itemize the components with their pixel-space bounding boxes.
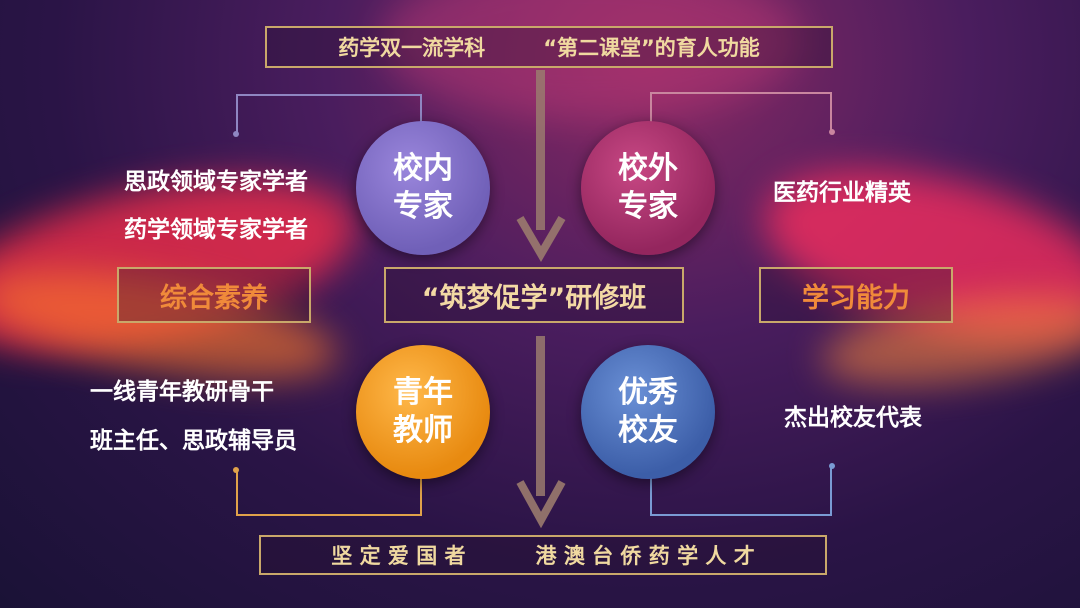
circle-line: 专家 — [393, 189, 453, 224]
box-comprehensive-literacy: 综合素养 — [117, 267, 311, 323]
connector-dot — [233, 131, 239, 137]
bottom-banner-right: 港 澳 台 侨 药 学 人 才 — [535, 544, 755, 568]
box-learning-ability: 学习能力 — [759, 267, 953, 323]
bottom-banner-left: 坚 定 爱 国 者 — [331, 544, 466, 568]
circle-line: 校友 — [618, 413, 678, 448]
label-alumni-reps: 杰出校友代表 — [784, 405, 922, 431]
connector-dot — [233, 467, 239, 473]
label-counselors: 班主任、思政辅导员 — [90, 428, 297, 454]
box-label: 学习能力 — [802, 282, 910, 314]
box-program-title: “筑梦促学”研修班 — [384, 267, 684, 323]
label-ideology-experts: 思政领域专家学者 — [124, 169, 308, 195]
connector-dot — [829, 129, 835, 135]
circle-line: 校外 — [618, 151, 678, 186]
circle-line: 优秀 — [618, 375, 678, 410]
connector-inner-experts — [236, 94, 422, 134]
box-label: “筑梦促学”研修班 — [421, 282, 647, 314]
top-banner: 药学双一流学科 “第二课堂”的育人功能 — [265, 26, 833, 68]
circle-line: 专家 — [618, 189, 678, 224]
connector-dot — [829, 463, 835, 469]
connector-outer-experts — [650, 92, 832, 132]
connector-young-teachers — [236, 470, 422, 516]
circle-line: 校内 — [393, 151, 453, 186]
label-industry-elite: 医药行业精英 — [773, 180, 911, 206]
circle-outer-experts: 校外 专家 — [581, 121, 715, 255]
circle-line: 教师 — [393, 413, 453, 448]
top-banner-left: 药学双一流学科 — [338, 36, 486, 60]
down-arrow-top — [516, 70, 566, 262]
top-banner-right: “第二课堂”的育人功能 — [543, 36, 760, 60]
bottom-banner: 坚 定 爱 国 者 港 澳 台 侨 药 学 人 才 — [259, 535, 827, 575]
connector-alumni — [650, 466, 832, 516]
down-arrow-bottom — [516, 336, 566, 529]
box-label: 综合素养 — [160, 282, 268, 314]
circle-alumni: 优秀 校友 — [581, 345, 715, 479]
circle-inner-experts: 校内 专家 — [356, 121, 490, 255]
label-young-backbone: 一线青年教研骨干 — [90, 379, 274, 405]
circle-line: 青年 — [393, 375, 453, 410]
circle-young-teachers: 青年 教师 — [356, 345, 490, 479]
label-pharmacy-experts: 药学领域专家学者 — [124, 217, 308, 243]
